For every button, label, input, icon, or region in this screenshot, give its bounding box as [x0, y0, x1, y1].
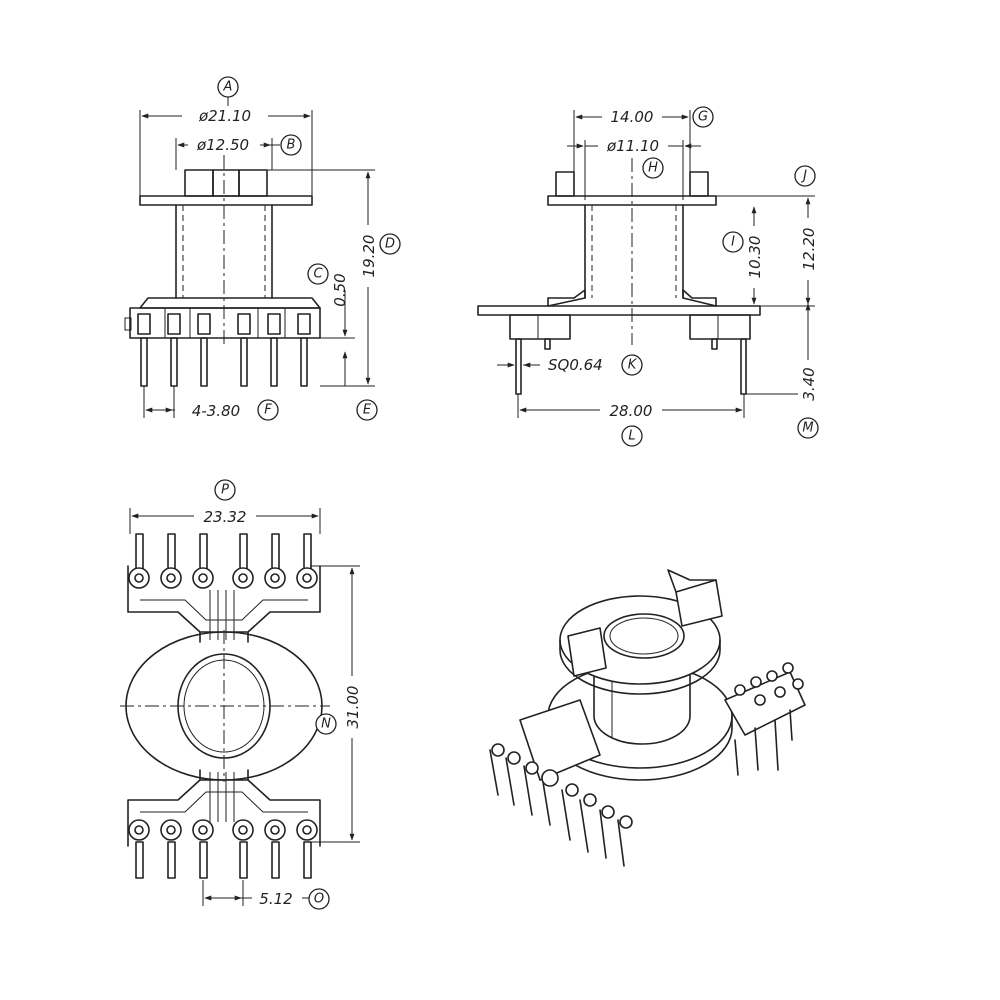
callout-b: B	[280, 134, 302, 156]
dim-j-label: 12.20	[800, 228, 818, 271]
isometric-view	[489, 569, 806, 867]
svg-text:J: J	[800, 169, 807, 184]
callout-k: K	[621, 354, 643, 376]
svg-text:C: C	[313, 267, 323, 282]
svg-text:G: G	[698, 110, 708, 125]
front-view: ø21.10 ø12.50 19.20 0.50 4-3.80	[124, 96, 378, 420]
dim-b-label: ø12.50	[196, 136, 249, 154]
callout-d: D	[379, 233, 401, 255]
svg-text:K: K	[628, 358, 638, 373]
dim-k-label: SQ0.64	[548, 356, 603, 374]
callout-p: P	[214, 479, 236, 501]
svg-text:P: P	[221, 483, 229, 498]
dim-p-label: 23.32	[204, 508, 247, 526]
callout-e: E	[356, 399, 378, 421]
dim-l-label: 28.00	[610, 402, 653, 420]
dim-i-label: 10.30	[746, 236, 764, 279]
svg-text:A: A	[223, 80, 233, 95]
svg-text:E: E	[363, 403, 372, 418]
dim-n-label: 31.00	[344, 686, 362, 729]
dim-a-label: ø21.10	[198, 107, 251, 125]
callouts: A B C D E F G H I J K L M N O P	[214, 76, 819, 910]
callout-g: G	[692, 106, 714, 128]
callout-n: N	[315, 713, 337, 735]
svg-text:D: D	[385, 237, 395, 252]
callout-h: H	[642, 157, 664, 179]
dim-o-label: 5.12	[259, 890, 292, 908]
svg-text:B: B	[287, 138, 296, 153]
callout-m: M	[797, 417, 819, 439]
dim-f-label: 4-3.80	[192, 402, 240, 420]
callout-f: F	[257, 399, 279, 421]
callout-o: O	[308, 888, 330, 910]
svg-text:H: H	[648, 161, 658, 176]
dim-g-label: 14.00	[611, 108, 654, 126]
svg-text:I: I	[731, 235, 735, 250]
callout-l: L	[621, 425, 643, 447]
side-view: 14.00 ø11.10 12.20 10.30 3.40 SQ0.64	[477, 106, 818, 420]
dim-m-label: 3.40	[800, 367, 818, 400]
svg-text:F: F	[264, 403, 272, 418]
callout-c: C	[307, 263, 329, 285]
top-view: 23.32 31.00 5.12	[120, 506, 362, 908]
svg-text:N: N	[321, 717, 331, 732]
dim-h-label: ø11.10	[606, 137, 659, 155]
dim-d-label: 19.20	[360, 235, 378, 278]
svg-text:O: O	[314, 892, 324, 907]
callout-a: A	[217, 76, 239, 98]
svg-text:L: L	[628, 429, 635, 444]
svg-text:M: M	[802, 421, 813, 436]
dim-c-label: 0.50	[331, 273, 349, 306]
callout-i: I	[722, 231, 744, 253]
callout-j: J	[794, 165, 816, 187]
